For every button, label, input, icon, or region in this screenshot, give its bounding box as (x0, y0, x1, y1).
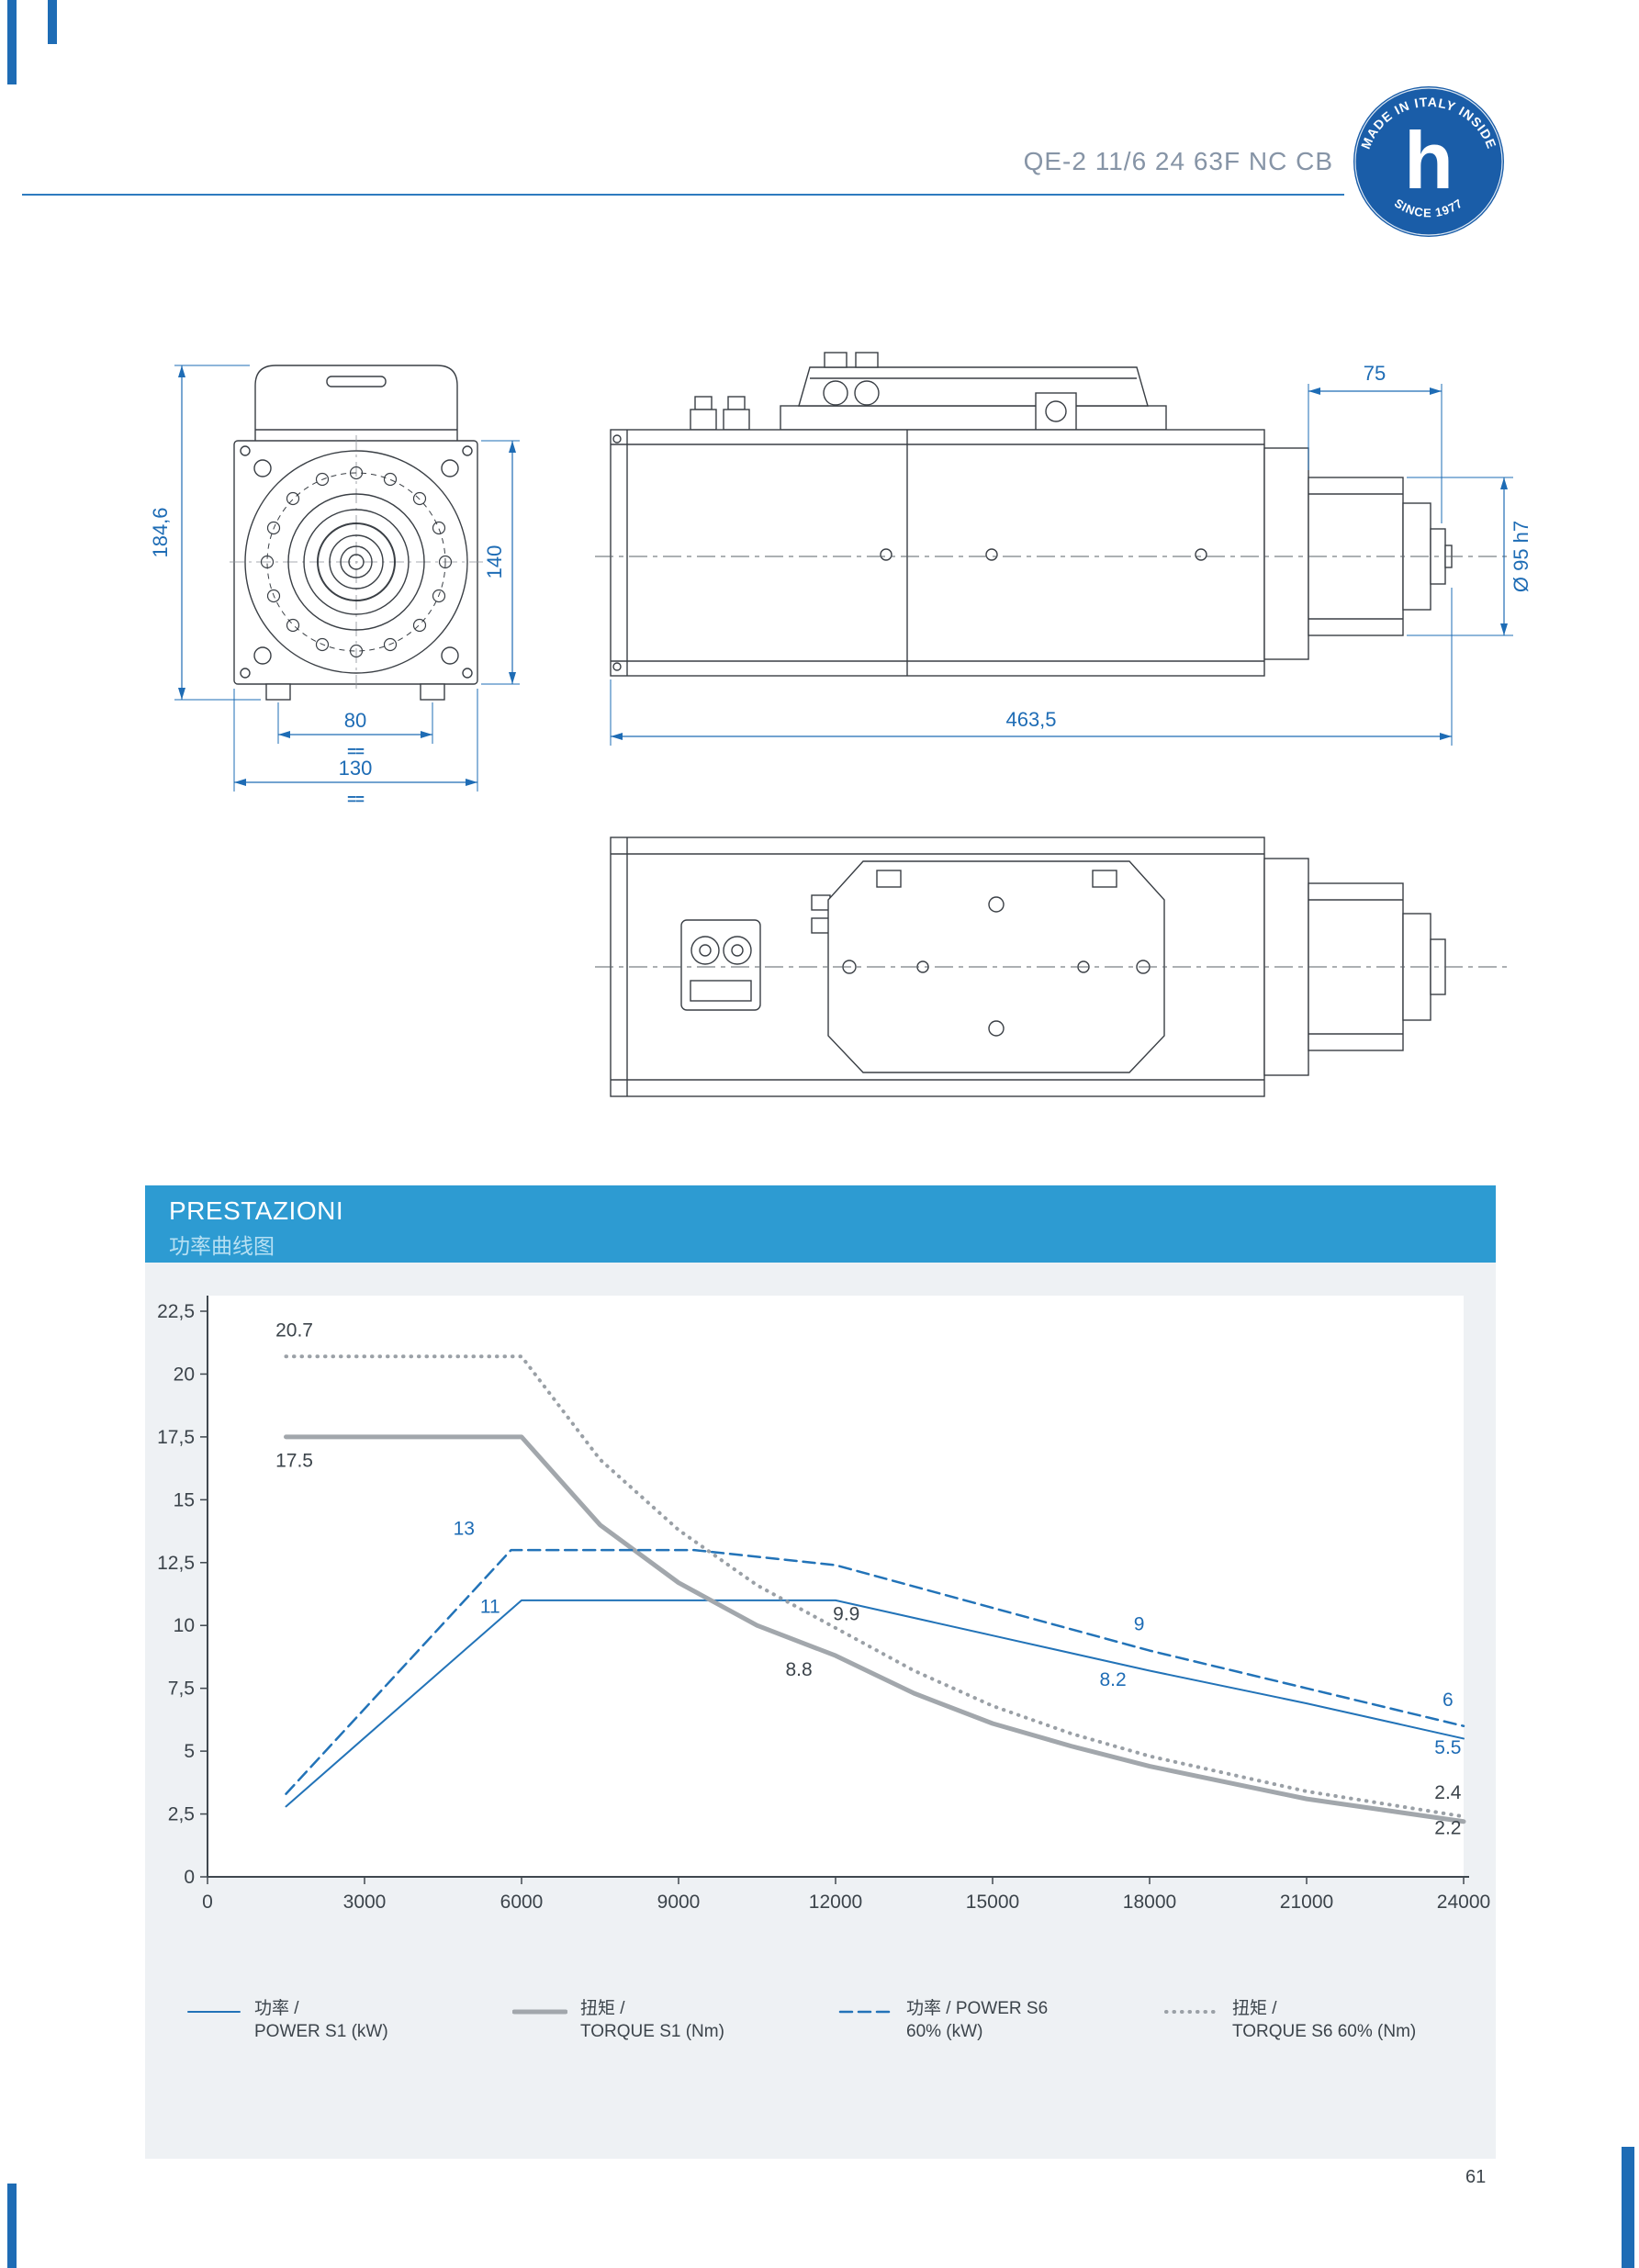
dim-front-body-height: 140 (483, 545, 506, 579)
legend-label-en: 60% (kW) (906, 2021, 983, 2041)
legend-label-en: TORQUE S1 (Nm) (580, 2021, 724, 2041)
svg-text:8.2: 8.2 (1099, 1669, 1126, 1690)
legend-label-zh: 扭矩 / (1232, 1999, 1277, 2018)
logo-monogram: h (1404, 115, 1454, 206)
svg-text:0: 0 (202, 1892, 213, 1913)
svg-text:13: 13 (454, 1519, 475, 1540)
dim-side-shaft-diameter: Ø 95 h7 (1510, 521, 1532, 592)
svg-text:11: 11 (480, 1597, 500, 1618)
svg-text:8.8: 8.8 (785, 1659, 812, 1680)
svg-text:10: 10 (174, 1615, 195, 1636)
bolt-circle (260, 466, 453, 658)
dim-front-total-height: 184,6 (149, 507, 172, 557)
svg-text:6000: 6000 (500, 1892, 544, 1913)
svg-text:7,5: 7,5 (168, 1679, 195, 1700)
legend-label-zh: 功率 / (254, 1999, 299, 2018)
svg-text:5: 5 (184, 1741, 195, 1762)
legend-swatch-power-s6 (838, 2010, 893, 2014)
svg-text:17,5: 17,5 (157, 1427, 195, 1448)
performance-subtitle: 功率曲线图 (169, 1234, 275, 1258)
svg-text:0: 0 (184, 1867, 195, 1888)
svg-text:5.5: 5.5 (1434, 1737, 1461, 1758)
legend-label-en: TORQUE S6 60% (Nm) (1232, 2021, 1417, 2041)
trim-mark-bottom-right (1622, 2147, 1634, 2268)
technical-drawings: 184,6 140 80 == 130 == (149, 352, 1532, 1097)
legend-label-zh: 扭矩 / (580, 1999, 625, 2018)
svg-text:2,5: 2,5 (168, 1804, 195, 1825)
dim-front-slot-width: 80 (344, 709, 366, 732)
svg-text:9: 9 (1134, 1614, 1145, 1635)
dim-side-total-length: 463,5 (1005, 708, 1056, 731)
legend-swatch-torque-s1 (512, 2009, 567, 2015)
side-view-dimensions (610, 384, 1513, 746)
svg-text:12,5: 12,5 (157, 1553, 195, 1574)
page-number: 61 (1465, 2167, 1487, 2187)
legend-item-torque-s1: 扭矩 / TORQUE S1 (Nm) (512, 1998, 724, 2043)
svg-text:17.5: 17.5 (275, 1451, 313, 1472)
legend-label-zh: 功率 / POWER S6 (906, 1999, 1049, 2018)
svg-text:20.7: 20.7 (275, 1319, 313, 1341)
svg-text:24000: 24000 (1437, 1892, 1490, 1913)
legend-label-en: POWER S1 (kW) (254, 2021, 388, 2041)
legend-item-torque-s6: 扭矩 / TORQUE S6 60% (Nm) (1164, 1998, 1416, 2043)
dim-front-eq-130: == (347, 791, 365, 808)
svg-text:18000: 18000 (1123, 1892, 1176, 1913)
performance-section: PRESTAZIONI 功率曲线图 0 2,5 5 7,5 10 12,5 15 17,5 20… (145, 1185, 1496, 2159)
svg-text:21000: 21000 (1280, 1892, 1333, 1913)
svg-text:20: 20 (174, 1364, 195, 1385)
side-view (610, 352, 1453, 677)
chart-legend: 功率 / POWER S1 (kW) 扭矩 / TORQUE S1 (Nm) 功… (145, 1998, 1496, 2081)
front-view (230, 365, 483, 701)
logo-circle (1353, 86, 1504, 237)
legend-item-power-s6: 功率 / POWER S6 60% (kW) (838, 1998, 1048, 2043)
dim-front-eq-80: == (347, 743, 365, 760)
product-code: QE-2 11/6 24 63F NC CB (1023, 147, 1333, 175)
trim-mark-bottom-left (7, 2184, 17, 2268)
svg-text:9000: 9000 (657, 1892, 701, 1913)
legend-swatch-torque-s6 (1164, 2010, 1219, 2014)
svg-text:15000: 15000 (966, 1892, 1019, 1913)
front-view-dimensions (174, 365, 520, 792)
legend-swatch-power-s1 (187, 2011, 241, 2013)
header-rule (22, 194, 1344, 196)
performance-header: PRESTAZIONI 功率曲线图 (145, 1185, 1496, 1263)
legend-item-power-s1: 功率 / POWER S1 (kW) (186, 1998, 388, 2043)
svg-text:2.4: 2.4 (1434, 1782, 1462, 1803)
performance-chart: 0 2,5 5 7,5 10 12,5 15 17,5 20 22,5 0 3000 6000 9000 1… (157, 1296, 1490, 1913)
performance-title: PRESTAZIONI (169, 1196, 344, 1225)
svg-text:3000: 3000 (343, 1892, 387, 1913)
dim-side-shaft-section: 75 (1364, 362, 1386, 385)
trim-mark-top-left-2 (48, 0, 57, 44)
svg-text:15: 15 (174, 1489, 195, 1510)
svg-text:22,5: 22,5 (157, 1301, 195, 1322)
brand-logo: MADE IN ITALY INSIDE SINCE 1977 h (1353, 86, 1504, 237)
svg-text:2.2: 2.2 (1434, 1817, 1461, 1838)
svg-text:12000: 12000 (809, 1892, 862, 1913)
trim-mark-top-left-1 (7, 0, 17, 84)
dim-front-body-width: 130 (339, 757, 373, 780)
svg-text:9.9: 9.9 (833, 1604, 859, 1625)
svg-text:6: 6 (1443, 1690, 1454, 1711)
